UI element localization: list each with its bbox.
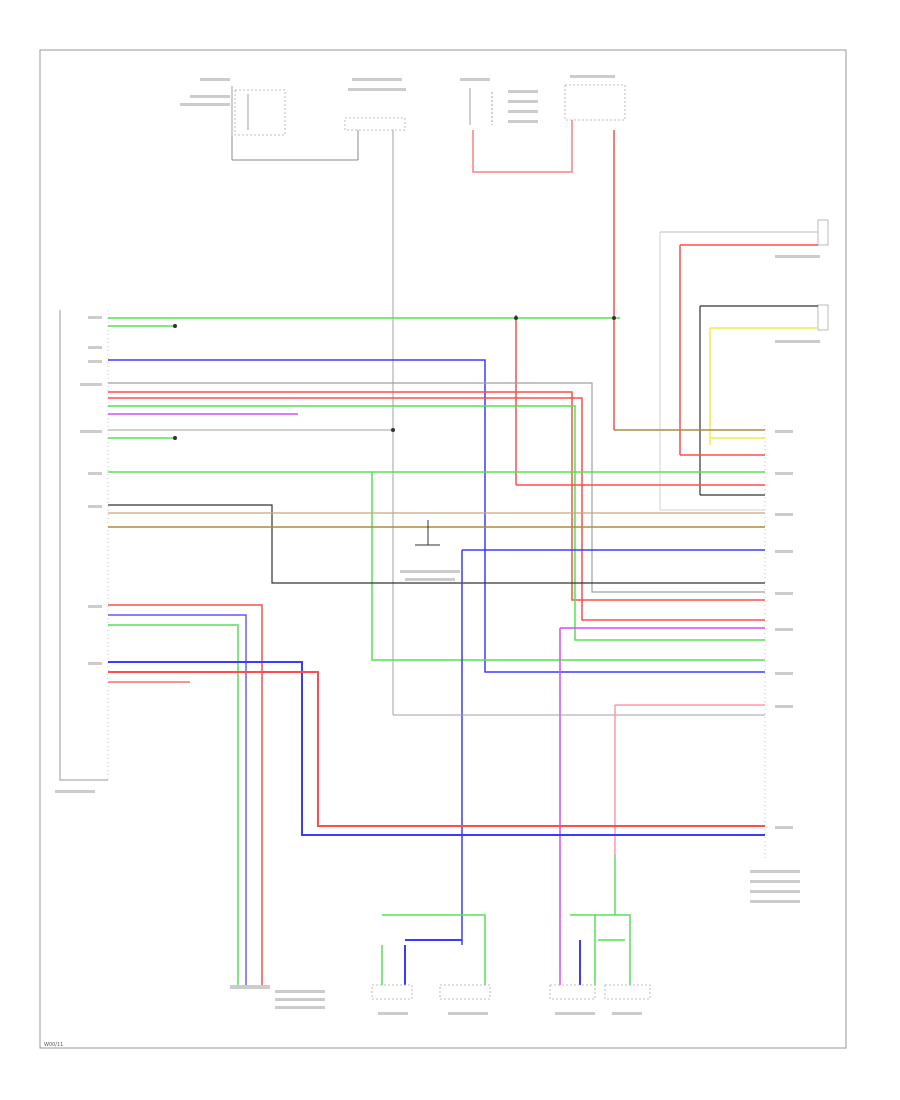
right-pin-labels	[775, 430, 793, 829]
diagram-frame	[39, 49, 847, 1049]
right-sensor-lower	[700, 304, 829, 343]
bottom-label-blurred-1	[378, 1012, 408, 1015]
wire-blue-21	[108, 614, 247, 985]
center-relay	[400, 520, 460, 581]
junction-dot	[612, 316, 616, 320]
wire-green-7	[108, 405, 765, 641]
wire-green-11	[108, 471, 765, 661]
speaker-group-2	[549, 855, 651, 1000]
junction-dot	[173, 324, 177, 328]
wire-red-20	[108, 604, 263, 985]
footer-code: W00/11	[44, 1042, 63, 1048]
wire-red-24	[108, 671, 765, 827]
junction-dot	[173, 436, 177, 440]
left-pin-labels	[80, 316, 102, 665]
wire-gray-4	[108, 382, 765, 593]
wire-pink-top-loop	[472, 120, 573, 173]
wire-red-6	[108, 397, 765, 621]
top-right-component	[460, 75, 626, 125]
junction-dot	[514, 316, 518, 320]
junction-dot	[391, 428, 395, 432]
wire-green-22	[108, 624, 239, 985]
right-control-module	[750, 425, 800, 903]
wire-blue-23	[108, 661, 765, 836]
top-left-component	[180, 78, 359, 161]
right-sensor-upper	[660, 219, 829, 258]
bottom-label-blurred-2	[448, 1012, 488, 1015]
top-center-component	[344, 78, 406, 131]
wire-blue-3	[108, 359, 765, 673]
speaker-group-1	[371, 914, 491, 1000]
bottom-label-blurred-4	[612, 1012, 642, 1015]
bottom-left-connector	[230, 985, 325, 1009]
left-control-module	[55, 310, 109, 793]
wire-black-12	[108, 504, 765, 584]
wire-red-5	[108, 391, 765, 601]
bottom-label-blurred-3	[555, 1012, 595, 1015]
